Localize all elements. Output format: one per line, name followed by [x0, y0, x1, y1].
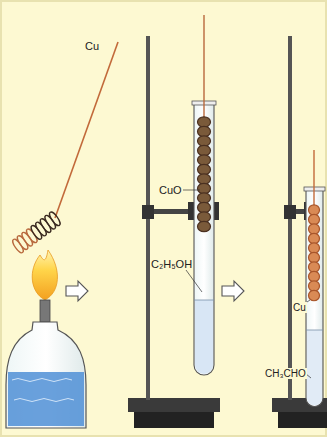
coil-turn [198, 193, 211, 203]
coil-turn [309, 205, 320, 215]
coil-turn [309, 281, 320, 291]
coil-turn [198, 212, 211, 222]
coil-turn [198, 155, 211, 165]
chemical-label: Cu [84, 40, 100, 52]
copper-oxide-wire [198, 15, 211, 232]
chemical-label: C₂H₅OH [150, 258, 193, 270]
chemical-label: Cu [292, 302, 307, 313]
coil-turn [198, 164, 211, 174]
coil-turn [198, 126, 211, 136]
test-tube [304, 187, 325, 407]
coil-turn [198, 202, 211, 212]
coil-turn [309, 290, 320, 300]
chemical-label: CH₃CHO [264, 368, 307, 379]
copper-wire [11, 42, 118, 254]
iron-stand [128, 36, 220, 428]
coil-turn [198, 174, 211, 184]
coil-turn [198, 221, 211, 231]
coil-turn [309, 243, 320, 253]
coil-turn [198, 183, 211, 193]
coil-turn [309, 233, 320, 243]
coil-turn [309, 214, 320, 224]
step-arrow [66, 281, 244, 301]
test-tube [192, 101, 216, 375]
alcohol-lamp [6, 250, 86, 428]
coil-turn [198, 136, 211, 146]
coil-turn [309, 252, 320, 262]
coil-turn [309, 224, 320, 234]
coil-turn [309, 271, 320, 281]
coil-turn [309, 262, 320, 272]
copper-wire [309, 150, 320, 301]
coil-turn [198, 145, 211, 155]
leader-line [183, 190, 202, 292]
coil-turn [198, 117, 211, 127]
coil-turn [48, 211, 62, 228]
chemical-label: CuO [158, 184, 183, 196]
